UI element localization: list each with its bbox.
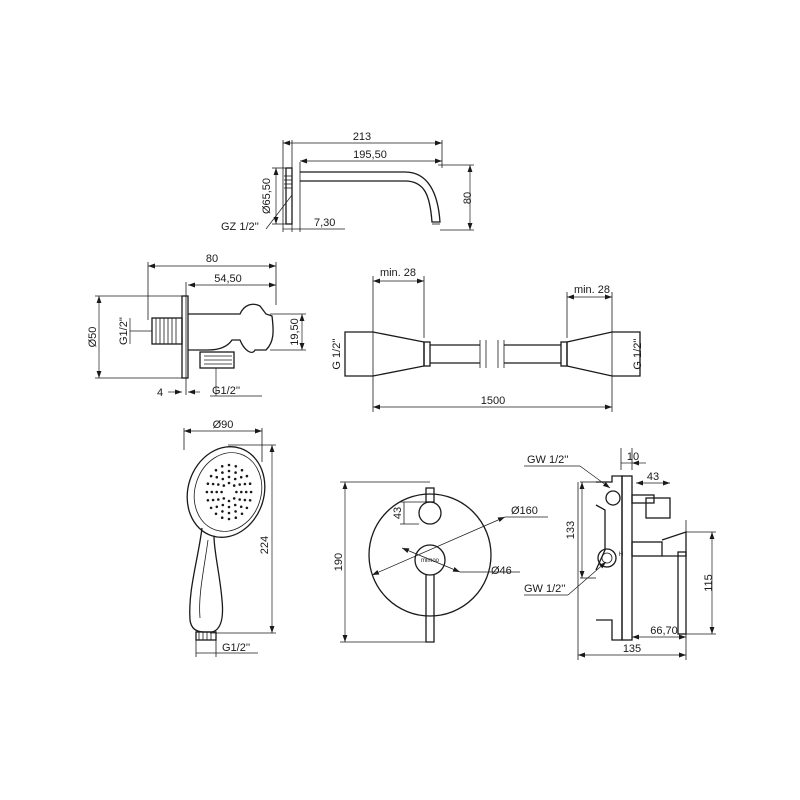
spray-nozzle [217, 498, 220, 501]
mixer-logo: mimoo [421, 558, 440, 564]
hose-thread-left: G 1/2'' [331, 338, 343, 369]
hand-shower-view: Ø90 224 G1/2'' [183, 419, 276, 657]
spray-nozzle [205, 490, 209, 494]
spray-nozzle [221, 510, 224, 513]
spray-nozzle [234, 471, 237, 474]
spray-nozzle [227, 505, 231, 509]
spray-nozzle [215, 490, 218, 494]
spray-nozzle [244, 490, 248, 494]
spout-view: 213 195,50 80 Ø65,50 7,30 GZ 1/2'' [221, 131, 474, 233]
spray-nozzle [233, 503, 237, 507]
body-thread-top: GW 1/2'' [527, 454, 569, 466]
shower-length: 224 [259, 536, 271, 554]
spray-nozzle [206, 482, 210, 486]
shower-thread: G1/2'' [222, 642, 250, 654]
spray-nozzle [227, 469, 231, 473]
lever-base-diameter: Ø46 [491, 565, 512, 577]
elbow-width: 80 [206, 253, 218, 265]
spray-nozzle [220, 516, 224, 519]
spray-nozzle [239, 475, 243, 479]
hose-left-nut: min. 28 [380, 267, 416, 279]
spray-nozzle [245, 506, 249, 510]
spray-nozzle [221, 503, 225, 507]
body-thread-bottom: GW 1/2'' [524, 583, 566, 595]
spray-nozzle [211, 498, 215, 502]
spray-nozzle [248, 482, 252, 486]
hose-right-nut: min. 28 [574, 284, 610, 296]
spray-nozzle [232, 497, 236, 500]
spray-nozzle [209, 474, 213, 478]
spray-nozzle [222, 497, 226, 500]
spray-nozzle [214, 468, 218, 472]
spray-nozzle [232, 484, 236, 487]
spray-nozzle [206, 499, 210, 502]
spray-nozzle [227, 499, 231, 503]
body-plate: 10 [627, 451, 639, 463]
spray-nozzle [243, 482, 247, 486]
spray-nozzle [227, 475, 231, 479]
elbow-thread-inlet: G1/2'' [118, 317, 130, 345]
body-diverter: 43 [647, 471, 659, 483]
spray-nozzle [215, 475, 219, 479]
body-total: 135 [623, 643, 641, 655]
spray-nozzle [233, 477, 237, 481]
spray-nozzle [211, 482, 215, 486]
spout-thread: GZ 1/2'' [221, 221, 259, 233]
spray-nozzle [243, 498, 247, 502]
spray-nozzle [221, 471, 224, 474]
spray-nozzle [227, 463, 231, 467]
spray-nozzle [215, 505, 219, 509]
plate-diverter: 43 [392, 507, 404, 519]
plate-height: 190 [333, 553, 345, 571]
spray-nozzle [222, 484, 226, 487]
spray-nozzle [210, 490, 214, 494]
mixer-body-view: H GW 1/2'' GW 1/2'' 10 43 133 115 66,70 … [524, 448, 716, 660]
elbow-thread-outlet: G1/2'' [212, 385, 240, 397]
spray-nozzle [249, 490, 253, 494]
spray-nozzle [234, 516, 238, 519]
spray-nozzle [245, 474, 249, 478]
elbow-flange: 4 [157, 387, 163, 399]
body-height: 133 [565, 521, 577, 539]
spout-height: 80 [462, 192, 474, 204]
elbow-depth: 54,50 [214, 273, 242, 285]
mixer-plate-view: mimoo 190 43 Ø160 Ø46 [333, 481, 548, 643]
spray-nozzle [227, 517, 231, 521]
spray-nozzle [240, 468, 244, 472]
spray-nozzle [227, 481, 231, 485]
elbow-holder: 19,50 [289, 318, 301, 346]
plate-diameter: Ø160 [511, 505, 538, 517]
spray-nozzle [235, 490, 238, 494]
spout-length: 195,50 [353, 149, 387, 161]
wall-elbow-view: 80 54,50 Ø50 19,50 4 G1/2'' G1/2'' [87, 253, 306, 399]
spray-nozzle [217, 483, 220, 486]
hose-length: 1500 [481, 395, 505, 407]
spray-nozzle [221, 477, 225, 481]
spray-nozzle [220, 490, 223, 494]
shower-diameter: Ø90 [213, 419, 234, 431]
spray-nozzle [238, 498, 241, 501]
spout-flange-diameter: Ø65,50 [261, 178, 273, 214]
spray-nozzle [209, 506, 213, 510]
hot-marker: H [619, 552, 623, 558]
spray-nozzle [234, 510, 237, 513]
hose-thread-right: G 1/2'' [632, 338, 644, 369]
spray-nozzle [214, 512, 218, 516]
spray-nozzle [220, 465, 224, 468]
hose-view: min. 28 min. 28 1500 G 1/2'' G 1/2'' [331, 267, 644, 412]
spray-nozzle [227, 511, 231, 515]
body-lever: 115 [703, 574, 715, 592]
elbow-diameter: Ø50 [87, 327, 99, 348]
spray-nozzle [248, 499, 252, 502]
spray-nozzle [234, 465, 238, 468]
spray-nozzle [239, 505, 243, 509]
spray-nozzle [240, 490, 243, 494]
spray-nozzle [240, 512, 244, 516]
spray-face [205, 463, 253, 521]
body-depth: 66,70 [650, 625, 678, 637]
spout-length-total: 213 [353, 131, 371, 143]
spout-flange-depth: 7,30 [314, 217, 335, 229]
spray-nozzle [238, 483, 241, 486]
